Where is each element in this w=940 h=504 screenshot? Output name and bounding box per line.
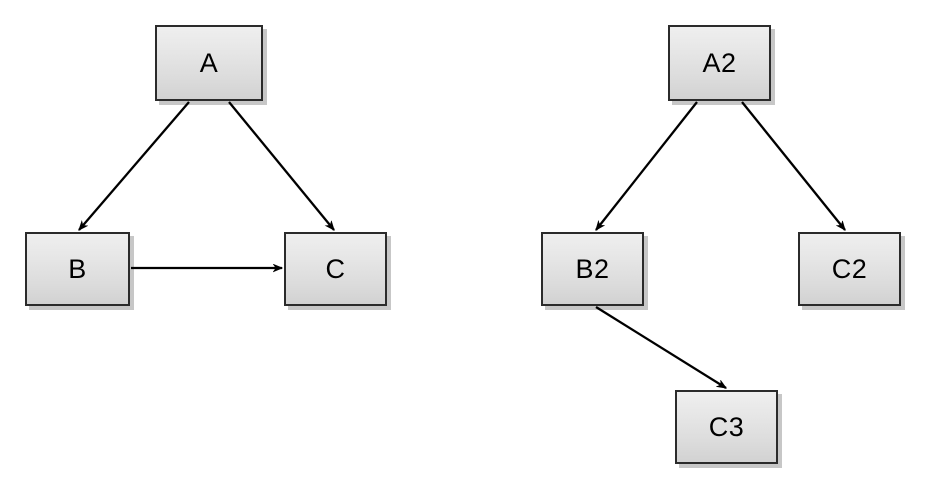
edge-b2-to-c3 xyxy=(595,306,726,389)
node-a2[interactable]: A2 xyxy=(668,25,771,101)
node-label: B xyxy=(68,253,87,284)
node-c3[interactable]: C3 xyxy=(675,390,778,464)
edge-a2-to-c2 xyxy=(741,101,846,230)
edges-group xyxy=(78,101,846,389)
node-label: C2 xyxy=(831,253,868,284)
node-label: A xyxy=(199,47,219,78)
node-b2[interactable]: B2 xyxy=(541,232,644,306)
node-b[interactable]: B xyxy=(25,232,130,306)
node-label: A2 xyxy=(702,47,737,78)
node-c[interactable]: C xyxy=(284,232,387,306)
node-label: C xyxy=(325,253,346,284)
node-label: B2 xyxy=(575,253,610,284)
edge-a2-to-b2 xyxy=(595,101,698,230)
node-label: C3 xyxy=(708,411,745,442)
node-c2[interactable]: C2 xyxy=(798,232,901,306)
edge-a-to-c xyxy=(228,101,335,230)
node-a[interactable]: A xyxy=(155,25,263,101)
edge-a-to-b xyxy=(78,101,190,230)
